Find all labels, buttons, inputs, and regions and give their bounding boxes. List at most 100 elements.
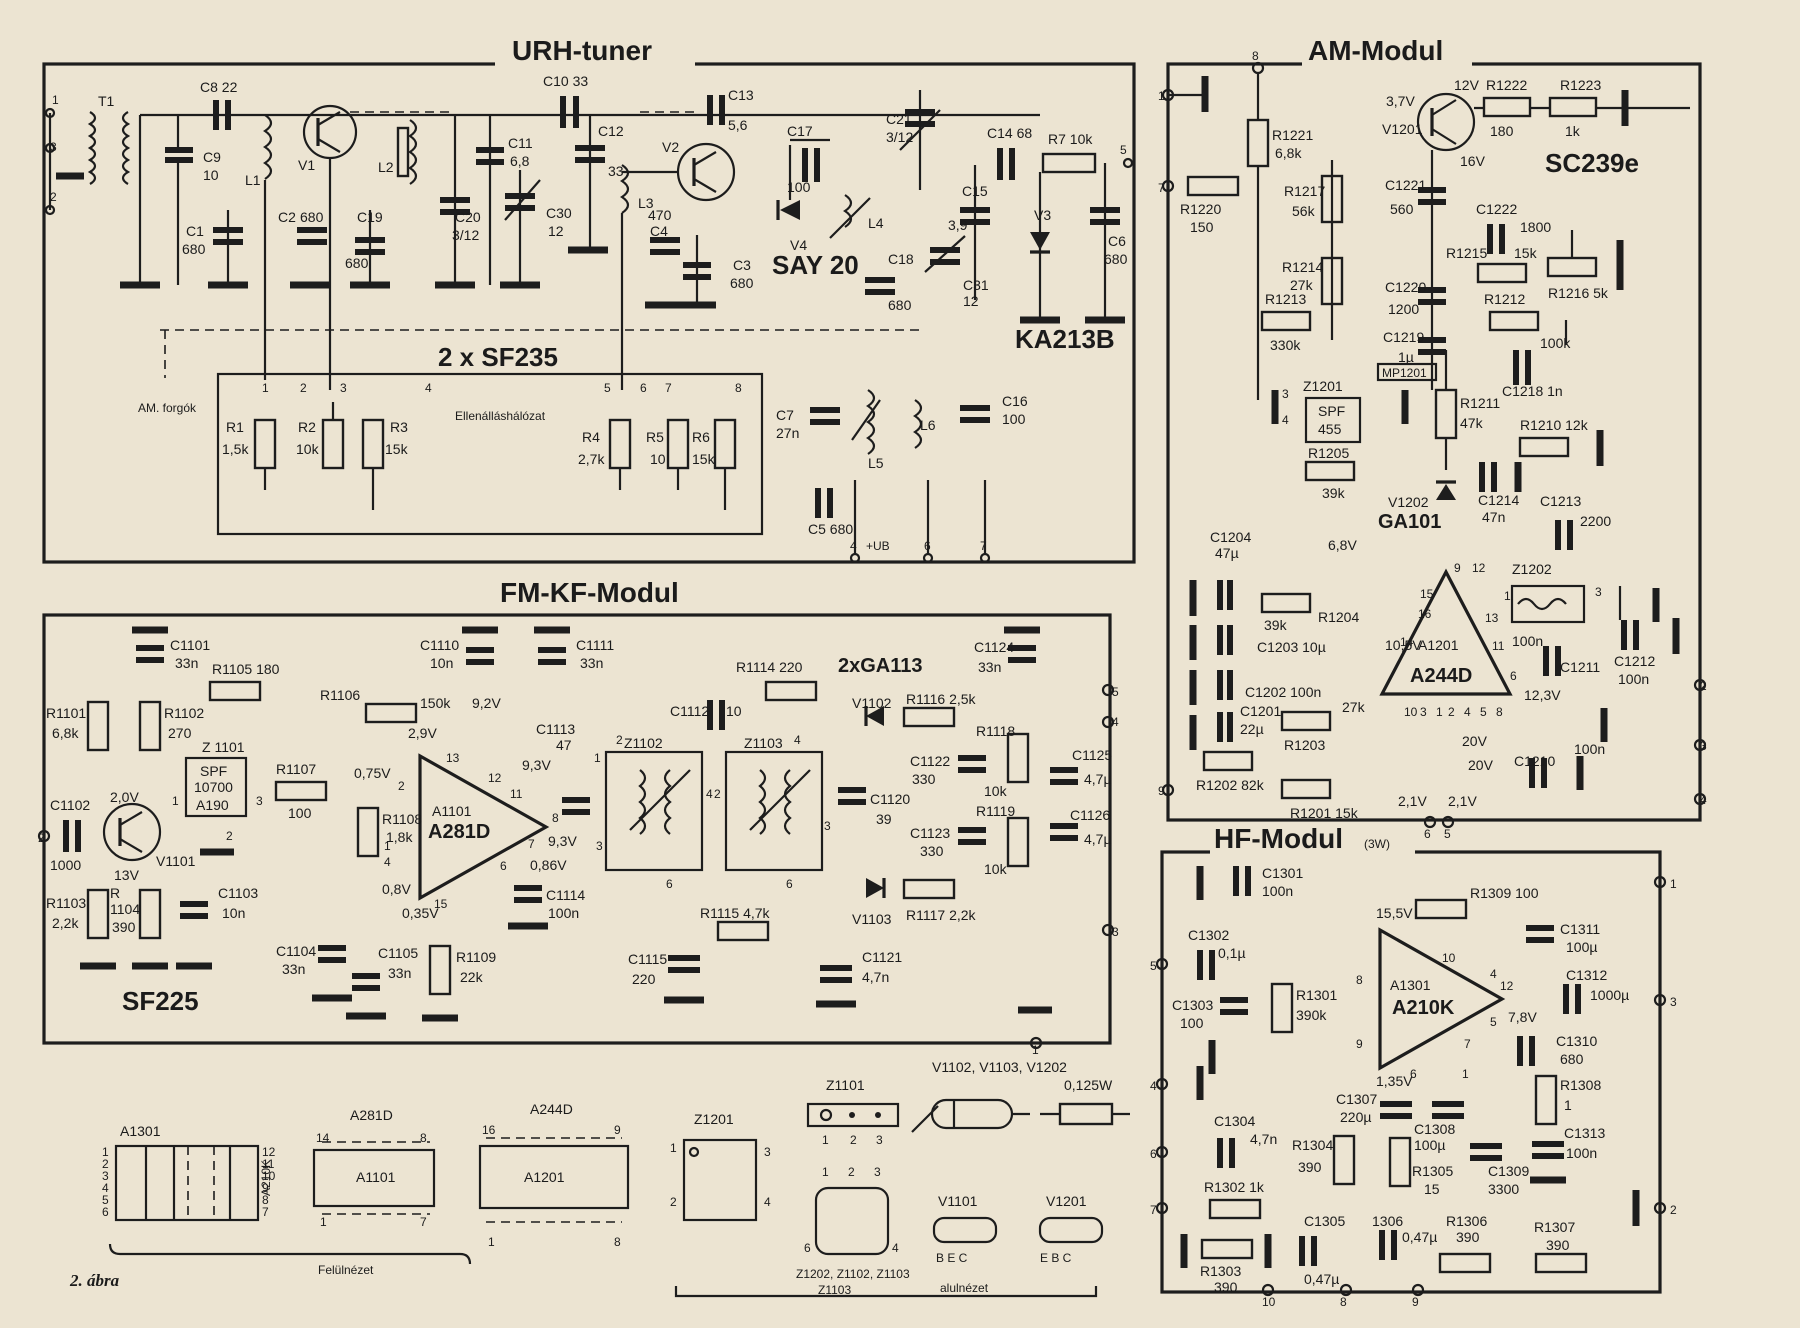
svg-text:1200: 1200 <box>1388 301 1419 317</box>
pkg-z1202 <box>814 1186 890 1256</box>
fm-spf-label: SPF <box>200 763 227 779</box>
svg-text:10n: 10n <box>430 655 453 671</box>
svg-text:R1118: R1118 <box>976 723 1015 739</box>
pkg-v1101 <box>932 1216 998 1244</box>
svg-text:100: 100 <box>1180 1015 1204 1031</box>
svg-text:Z1102: Z1102 <box>624 735 663 751</box>
fm-ic-label: A281D <box>428 821 490 843</box>
svg-text:6: 6 <box>640 381 647 395</box>
svg-text:C10 33: C10 33 <box>543 73 588 89</box>
svg-text:1000: 1000 <box>50 857 81 873</box>
ic-a1101 <box>418 753 550 901</box>
figure-caption: 2. ábra <box>69 1271 120 1290</box>
svg-text:R1305: R1305 <box>1412 1163 1453 1179</box>
am-transistor-label: SC239e <box>1545 148 1639 178</box>
svg-text:13: 13 <box>1485 611 1499 625</box>
svg-text:12: 12 <box>262 1145 276 1159</box>
am-tuner-label: AM. forgók <box>138 401 197 415</box>
svg-text:2: 2 <box>226 829 233 843</box>
am-spf-freq: 455 <box>1318 421 1342 437</box>
v1101-pins: B E C <box>936 1251 968 1265</box>
svg-text:7: 7 <box>1464 1037 1471 1051</box>
svg-text:10: 10 <box>1442 951 1456 965</box>
svg-text:1: 1 <box>52 93 59 107</box>
svg-text:C31: C31 <box>963 277 989 293</box>
svg-text:R1301: R1301 <box>1296 987 1337 1003</box>
svg-text:2,1V: 2,1V <box>1398 793 1427 809</box>
svg-text:C1301: C1301 <box>1262 865 1303 881</box>
svg-text:2: 2 <box>1670 1203 1677 1217</box>
svg-text:150k: 150k <box>420 695 451 711</box>
svg-text:C18: C18 <box>888 251 914 267</box>
svg-text:R1106: R1106 <box>320 687 360 703</box>
svg-text:Z 1101: Z 1101 <box>202 739 245 755</box>
svg-text:15: 15 <box>434 897 448 911</box>
svg-text:10k: 10k <box>984 783 1008 799</box>
svg-text:7: 7 <box>420 1215 427 1229</box>
svg-text:10k: 10k <box>296 441 320 457</box>
fm-diodes-label: 2xGA113 <box>838 655 923 677</box>
svg-text:C1214: C1214 <box>1478 492 1519 508</box>
svg-text:220µ: 220µ <box>1340 1109 1371 1125</box>
svg-text:C5 680: C5 680 <box>808 521 853 537</box>
svg-text:6: 6 <box>786 877 793 891</box>
pkg-a1301 <box>114 1144 260 1222</box>
svg-text:6: 6 <box>1424 827 1431 841</box>
svg-text:R1103: R1103 <box>46 895 86 911</box>
svg-text:5: 5 <box>1150 959 1157 973</box>
svg-text:9: 9 <box>262 1181 269 1195</box>
svg-text:11: 11 <box>510 787 523 801</box>
svg-text:7,8V: 7,8V <box>1508 1009 1537 1025</box>
svg-text:C2: C2 <box>278 209 296 225</box>
svg-text:12: 12 <box>963 293 979 309</box>
svg-text:390: 390 <box>1214 1279 1238 1295</box>
svg-text:47µ: 47µ <box>1215 545 1239 561</box>
svg-text:1µ: 1µ <box>1398 349 1414 365</box>
svg-text:A1201: A1201 <box>524 1169 565 1185</box>
svg-text:22k: 22k <box>460 969 484 985</box>
svg-text:10: 10 <box>726 703 742 719</box>
svg-text:680: 680 <box>888 297 912 313</box>
svg-text:C17: C17 <box>787 123 813 139</box>
transistors-label: 2 x SF235 <box>438 342 558 372</box>
svg-text:2: 2 <box>1448 705 1455 719</box>
svg-text:R1303: R1303 <box>1200 1263 1241 1279</box>
filters-label: Z1202, Z1102, Z1103 <box>796 1267 910 1281</box>
svg-text:14: 14 <box>316 1131 330 1145</box>
svg-text:3: 3 <box>1670 995 1677 1009</box>
svg-text:47n: 47n <box>1482 509 1505 525</box>
svg-text:V2: V2 <box>662 139 679 155</box>
svg-text:L2: L2 <box>378 159 394 175</box>
svg-text:2: 2 <box>670 1195 677 1209</box>
svg-text:C6: C6 <box>1108 233 1126 249</box>
svg-text:390: 390 <box>1456 1229 1480 1245</box>
svg-text:1: 1 <box>1462 1067 1469 1081</box>
svg-text:22µ: 22µ <box>1240 721 1264 737</box>
diode-v1102-icon <box>866 706 884 726</box>
svg-text:9,2V: 9,2V <box>472 695 501 711</box>
svg-text:C1123: C1123 <box>910 825 950 841</box>
svg-text:R1210 12k: R1210 12k <box>1520 417 1589 433</box>
pkg-resistor <box>1058 1102 1114 1126</box>
transistor-v2-icon <box>676 142 736 202</box>
svg-text:R1205: R1205 <box>1308 445 1349 461</box>
transistor-v1101-icon <box>102 802 162 862</box>
svg-text:C1203 10µ: C1203 10µ <box>1257 639 1326 655</box>
diode-list-label: V1102, V1103, V1202 <box>932 1059 1067 1075</box>
resistor-network-box <box>216 372 764 536</box>
svg-text:C12: C12 <box>598 123 624 139</box>
svg-text:27n: 27n <box>776 425 799 441</box>
svg-text:R1308: R1308 <box>1560 1077 1601 1093</box>
svg-text:56k: 56k <box>1292 203 1316 219</box>
svg-text:1: 1 <box>488 1235 495 1249</box>
ic-a1201 <box>1379 568 1513 696</box>
z1202-filter-box <box>1510 584 1586 624</box>
svg-text:Z1201: Z1201 <box>1303 378 1343 394</box>
svg-text:10n: 10n <box>222 905 245 921</box>
svg-text:C1308: C1308 <box>1414 1121 1455 1137</box>
svg-text:R1115 4,7k: R1115 4,7k <box>700 905 771 921</box>
svg-text:3300: 3300 <box>1488 1181 1519 1197</box>
svg-text:680: 680 <box>1560 1051 1584 1067</box>
am-ic-label: A244D <box>1410 665 1472 687</box>
